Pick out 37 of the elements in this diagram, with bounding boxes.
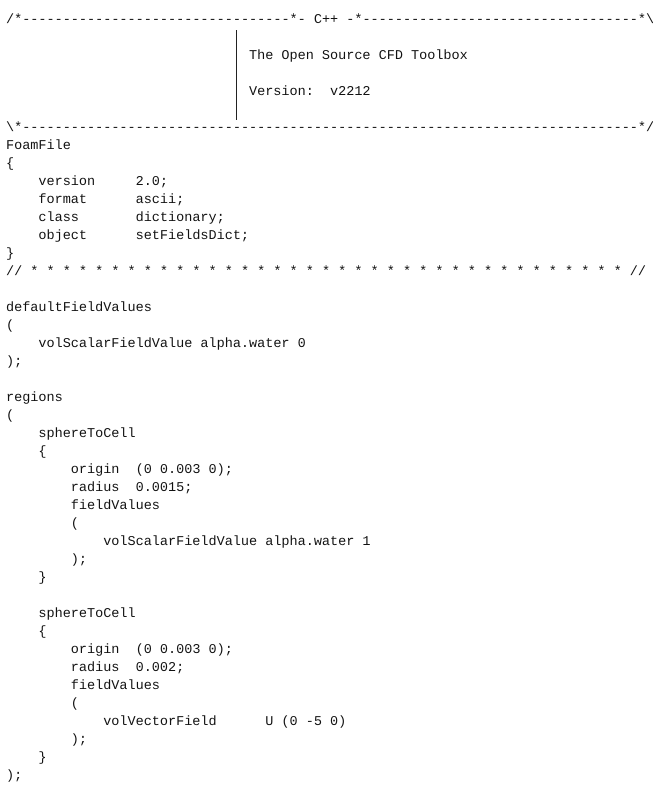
code-line: }	[38, 750, 46, 768]
code-line: regions	[6, 390, 63, 408]
code-line: (	[6, 318, 14, 336]
code-line: {	[38, 444, 46, 462]
code-line: /*---------------------------------*- C++ -*----------------------------------*\	[6, 12, 653, 30]
code-line: (	[70, 696, 79, 714]
code-line: // * * * * * * * * * * * * * * * * * * * * * * * * * * * * * * * * * * * * * //	[6, 264, 646, 282]
code-line: object setFieldsDict;	[38, 228, 250, 246]
code-line: fieldValues	[70, 498, 160, 516]
code-line: {	[6, 156, 14, 174]
code-line: fieldValues	[70, 678, 160, 696]
code-line: defaultFieldValues	[6, 300, 152, 318]
code-line: Version: v2212	[249, 84, 371, 102]
code-line: origin (0 0.003 0);	[70, 462, 233, 480]
code-line: \*----------------------------------------------------------------------------*/	[6, 120, 653, 138]
code-line: class dictionary;	[38, 210, 225, 228]
code-line: );	[6, 768, 22, 786]
code-line: FoamFile	[6, 138, 71, 156]
code-line: The Open Source CFD Toolbox	[249, 48, 468, 66]
code-line: radius 0.002;	[70, 660, 184, 678]
code-line: );	[6, 354, 22, 372]
code-line: radius 0.0015;	[70, 480, 192, 498]
code-line: );	[70, 552, 87, 570]
code-line: sphereToCell	[38, 426, 136, 444]
code-line: sphereToCell	[38, 606, 136, 624]
code-line: }	[38, 570, 46, 588]
code-line: (	[6, 408, 14, 426]
code-line: );	[70, 732, 87, 750]
code-line: volScalarFieldValue alpha.water 0	[38, 336, 306, 354]
code-line: format ascii;	[38, 192, 184, 210]
code-line: volScalarFieldValue alpha.water 1	[103, 534, 371, 552]
code-line: volVectorField U (0 -5 0)	[103, 714, 346, 732]
code-line: (	[70, 516, 79, 534]
code-line: }	[6, 246, 14, 264]
code-line: version 2.0;	[38, 174, 168, 192]
code-line: origin (0 0.003 0);	[70, 642, 233, 660]
code-line: {	[38, 624, 46, 642]
